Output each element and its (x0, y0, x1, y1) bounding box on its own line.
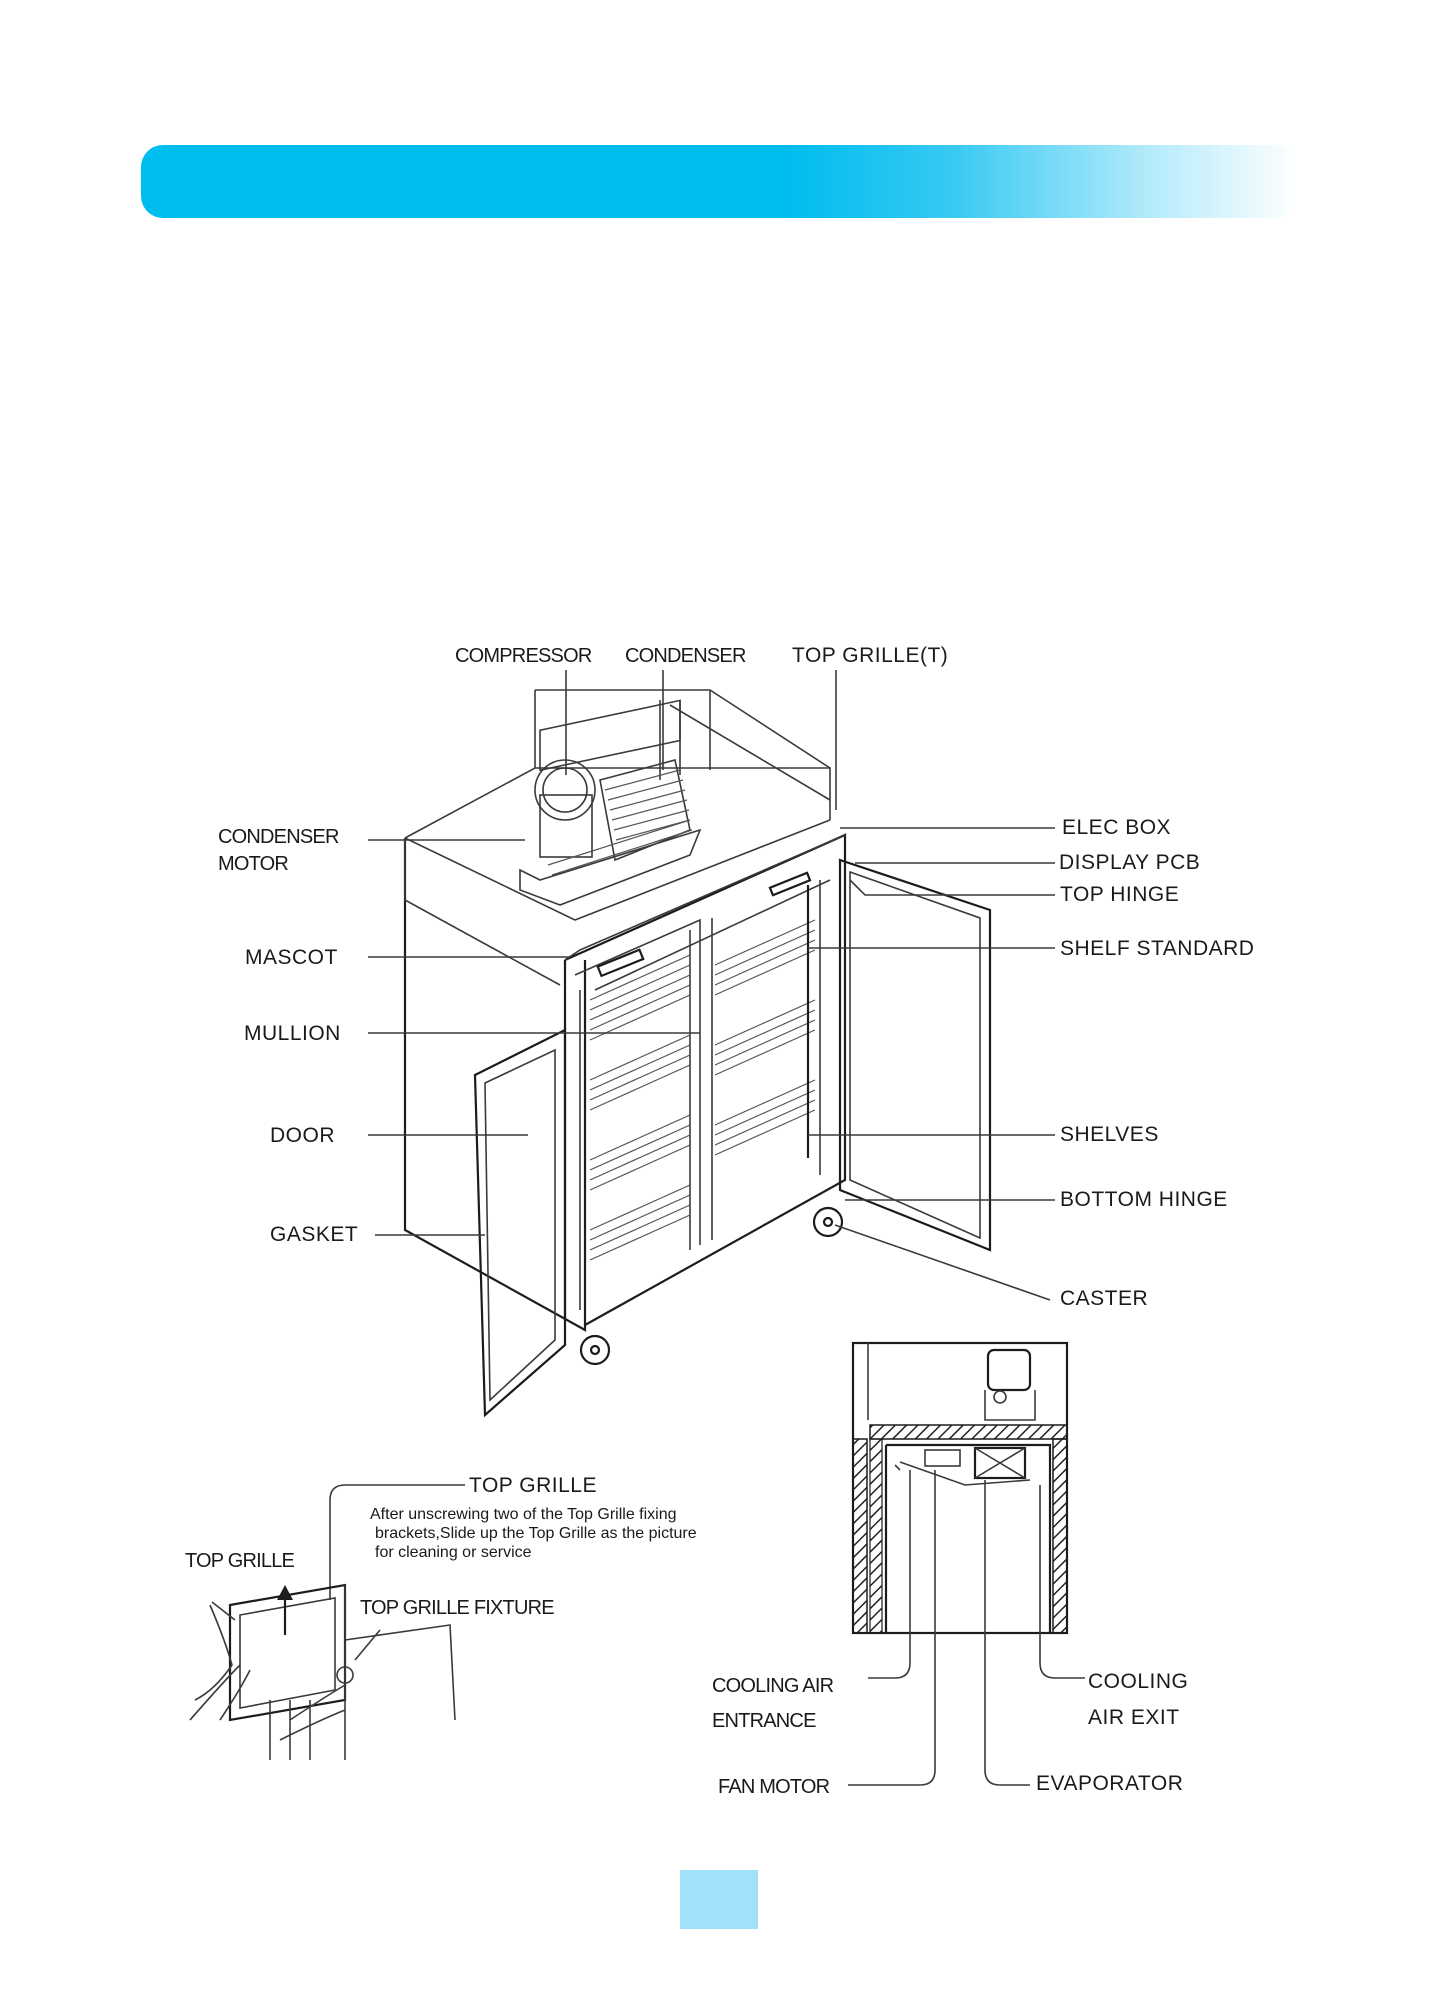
top-grille-instruction-line1: After unscrewing two of the Top Grille f… (370, 1506, 677, 1523)
top-grille-instruction-line2: brackets,Slide up the Top Grille as the … (375, 1525, 697, 1542)
label-cooling-air-exit-line2: AIR EXIT (1088, 1706, 1180, 1729)
label-mullion: MULLION (244, 1022, 341, 1045)
label-top-hinge: TOP HINGE (1060, 883, 1179, 906)
label-top-grille-small: TOP GRILLE (185, 1550, 295, 1572)
page-number-box (680, 1870, 758, 1929)
label-condenser-motor-line2: MOTOR (218, 853, 288, 875)
label-compressor: COMPRESSOR (455, 645, 592, 667)
airflow-labels: COOLING AIR ENTRANCE COOLING AIR EXIT FA… (712, 1670, 1188, 1798)
label-shelves: SHELVES (1060, 1123, 1159, 1146)
top-grille-detail-labels: TOP GRILLE After unscrewing two of the T… (185, 1474, 697, 1619)
label-top-grille-title: TOP GRILLE (469, 1474, 597, 1497)
main-leader-lines (368, 670, 1055, 1301)
label-bottom-hinge: BOTTOM HINGE (1060, 1188, 1228, 1211)
cabinet-drawing (403, 689, 992, 1418)
label-evaporator: EVAPORATOR (1036, 1772, 1183, 1795)
label-display-pcb: DISPLAY PCB (1059, 851, 1200, 874)
label-top-grille-fixture: TOP GRILLE FIXTURE (360, 1597, 554, 1619)
label-cooling-air-entrance-line1: COOLING AIR (712, 1675, 834, 1697)
label-gasket: GASKET (270, 1223, 358, 1246)
label-elec-box: ELEC BOX (1062, 816, 1171, 839)
label-condenser: CONDENSER (625, 645, 746, 667)
label-mascot: MASCOT (245, 946, 338, 969)
label-fan-motor: FAN MOTOR (718, 1776, 830, 1798)
section-header-band (141, 145, 1298, 218)
main-labels: COMPRESSOR CONDENSER TOP GRILLE(T) CONDE… (218, 644, 1254, 1310)
label-condenser-motor-line1: CONDENSER (218, 826, 339, 848)
label-shelf-standard: SHELF STANDARD (1060, 937, 1254, 960)
top-grille-instruction-line3: for cleaning or service (375, 1544, 532, 1561)
label-caster: CASTER (1060, 1287, 1148, 1310)
top-grille-detail (189, 1484, 465, 1760)
label-top-grille-t: TOP GRILLE(T) (792, 644, 948, 667)
label-cooling-air-entrance-line2: ENTRANCE (712, 1710, 816, 1732)
airflow-cross-section (848, 1341, 1085, 1786)
label-door: DOOR (270, 1124, 335, 1147)
label-cooling-air-exit-line1: COOLING (1088, 1670, 1188, 1693)
